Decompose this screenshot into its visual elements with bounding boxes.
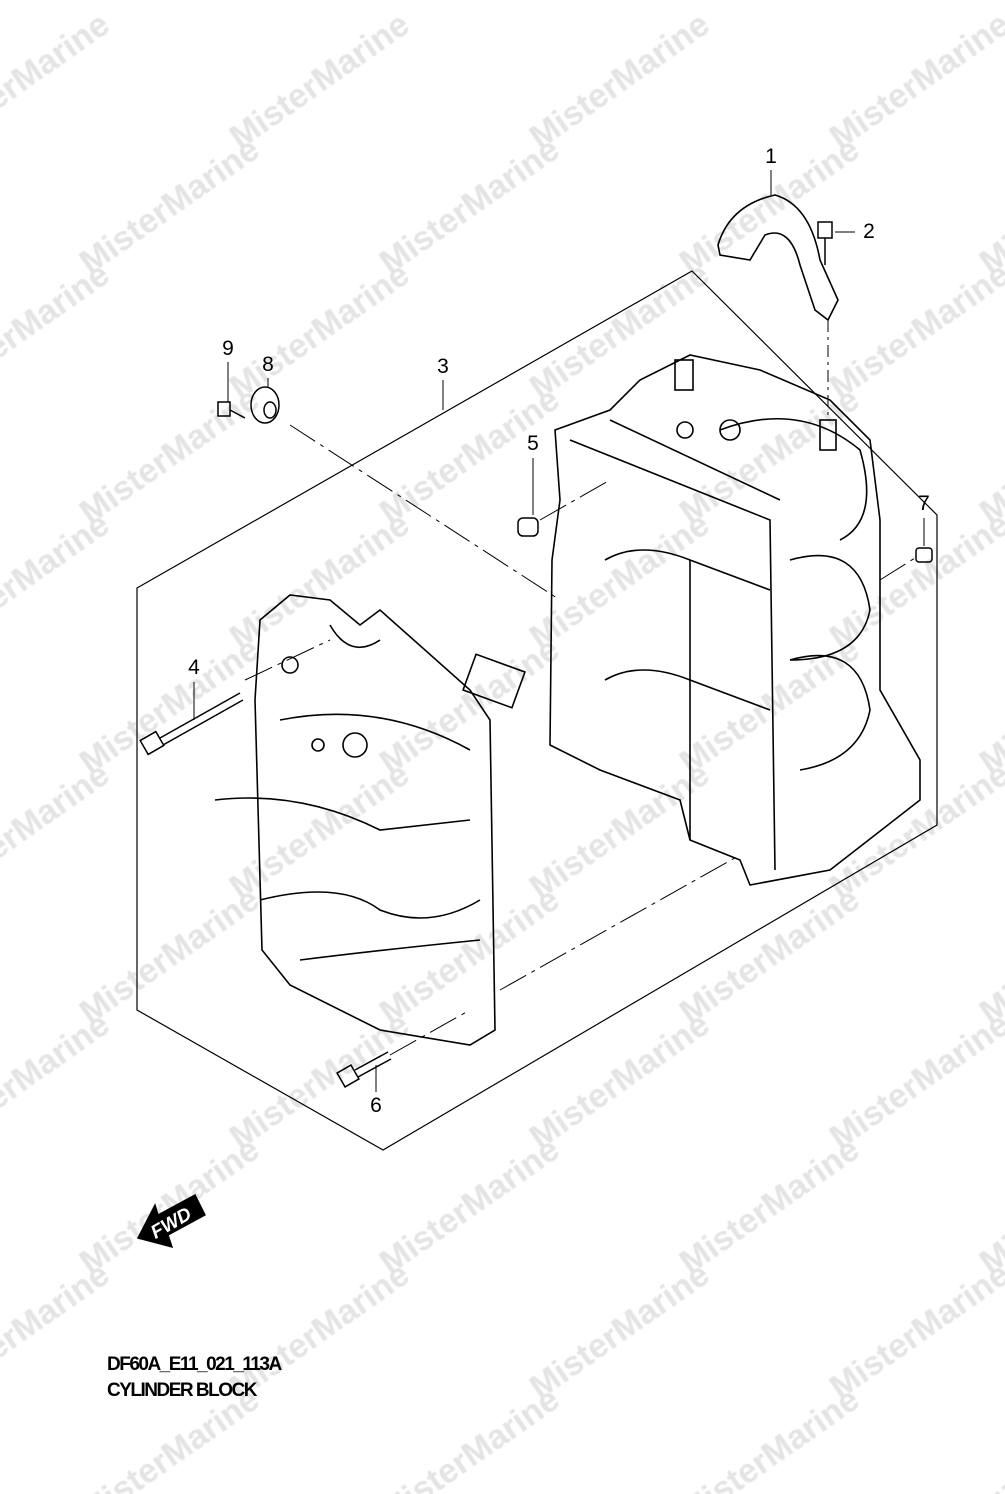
callout-9: 9 — [222, 337, 234, 360]
part-8-bushing — [250, 386, 280, 424]
cylinder-block — [549, 354, 921, 886]
callout-2: 2 — [863, 220, 875, 243]
part-2-bolt — [817, 221, 833, 265]
diagram-title: CYLINDER BLOCK — [107, 1380, 257, 1401]
callout-8: 8 — [262, 353, 274, 376]
callout-6: 6 — [370, 1094, 382, 1117]
part-6-bolt — [336, 1051, 392, 1088]
part-7-plug — [915, 547, 933, 563]
callout-4: 4 — [188, 656, 200, 679]
diagram-code: DF60A_E11_021_113A — [107, 1354, 282, 1375]
assembly-outline — [136, 270, 938, 1151]
part-1-bracket — [717, 194, 839, 322]
part-5-dowel — [517, 517, 539, 537]
callout-7: 7 — [918, 492, 930, 515]
crankcase — [214, 594, 526, 1046]
callout-5: 5 — [527, 432, 539, 455]
fwd-arrow-icon — [136, 1194, 206, 1249]
callout-1: 1 — [765, 145, 777, 168]
callout-3: 3 — [437, 355, 449, 378]
part-4-bolt — [139, 692, 244, 756]
leader-lines — [193, 170, 925, 1092]
part-9-bolt — [217, 401, 246, 419]
